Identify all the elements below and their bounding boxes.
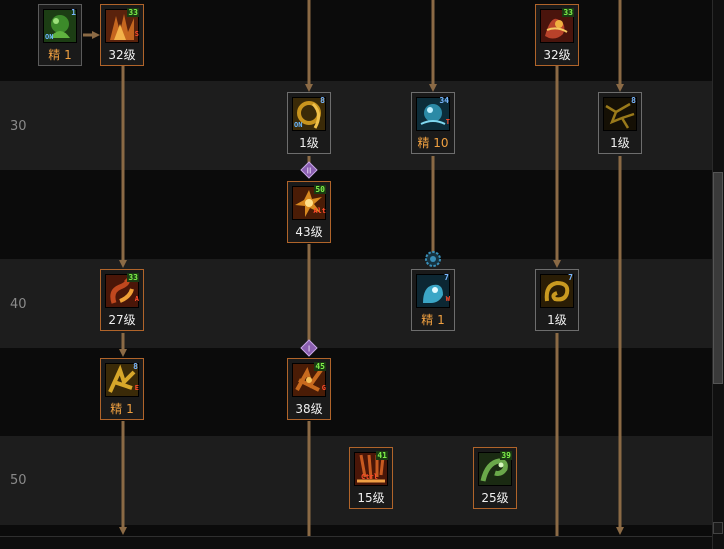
gear-link-icon bbox=[425, 251, 441, 267]
active-on-indicator: ON bbox=[45, 33, 54, 41]
required-level-badge: 41 bbox=[376, 451, 388, 460]
hotkey-badge: G bbox=[321, 384, 326, 392]
skill-slot-s10[interactable]: 7 1级 bbox=[535, 269, 579, 331]
required-level-badge: 7 bbox=[444, 273, 449, 282]
skill-level-text: 15级 bbox=[357, 491, 385, 505]
skill-slot-s11[interactable]: 8 E 精 1 bbox=[100, 358, 144, 420]
row-band-30 bbox=[0, 81, 712, 170]
tier-marker-ii-label: II bbox=[307, 167, 312, 176]
skill-slot-s13[interactable]: 41 Ctrl 15级 bbox=[349, 447, 393, 509]
fire-sigil-icon bbox=[292, 363, 326, 397]
skill-level-text: 1级 bbox=[547, 313, 567, 327]
required-level-badge: 45 bbox=[314, 362, 326, 371]
green-bear-icon bbox=[43, 9, 77, 43]
hotkey-badge: Alt bbox=[313, 207, 326, 215]
required-level-badge: 7 bbox=[568, 273, 573, 282]
skill-slot-s4[interactable]: 8 ON 1级 bbox=[287, 92, 331, 154]
tier-marker-i: I bbox=[300, 339, 318, 357]
tier-marker-i-label: I bbox=[308, 345, 310, 354]
required-level-badge: 1 bbox=[71, 8, 76, 17]
skill-slot-s5[interactable]: 34 T 精 10 bbox=[411, 92, 455, 154]
skill-level-text: 1级 bbox=[299, 136, 319, 150]
row-label-40: 40 bbox=[10, 297, 27, 312]
ice-beast-icon bbox=[416, 274, 450, 308]
required-level-badge: 33 bbox=[562, 8, 574, 17]
row-label-30: 30 bbox=[10, 119, 27, 134]
skill-level-text: 精 1 bbox=[421, 313, 445, 327]
active-on-indicator: ON bbox=[294, 121, 303, 129]
skill-slot-s12[interactable]: 45 G 38级 bbox=[287, 358, 331, 420]
skill-level-text: 32级 bbox=[108, 48, 136, 62]
required-level-badge: 8 bbox=[320, 96, 325, 105]
hotkey-badge: Ctrl bbox=[361, 473, 378, 481]
hotkey-badge: E bbox=[134, 384, 139, 392]
required-level-badge: 39 bbox=[500, 451, 512, 460]
hotkey-badge: S bbox=[134, 30, 139, 38]
bottom-frame-bar bbox=[0, 536, 712, 549]
scroll-down-button[interactable] bbox=[713, 522, 723, 534]
golden-ring-icon bbox=[292, 97, 326, 131]
required-level-badge: 33 bbox=[127, 273, 139, 282]
skill-level-text: 38级 bbox=[295, 402, 323, 416]
required-level-badge: 50 bbox=[314, 185, 326, 194]
skill-level-text: 1级 bbox=[610, 136, 630, 150]
skill-slot-s1[interactable]: 1 ON 精 1 bbox=[38, 4, 82, 66]
required-level-badge: 34 bbox=[439, 96, 449, 105]
skill-slot-s8[interactable]: 33 A 27级 bbox=[100, 269, 144, 331]
skill-slot-s6[interactable]: 8 1级 bbox=[598, 92, 642, 154]
required-level-badge: 33 bbox=[127, 8, 139, 17]
hotkey-badge: T bbox=[445, 118, 450, 126]
skill-slot-s9[interactable]: 7 W 精 1 bbox=[411, 269, 455, 331]
gold-coil-icon bbox=[540, 274, 574, 308]
fire-claw-icon bbox=[105, 9, 139, 43]
fire-rain-icon bbox=[354, 452, 388, 486]
skill-level-text: 32级 bbox=[543, 48, 571, 62]
hotkey-badge: A bbox=[134, 295, 139, 303]
required-level-badge: 8 bbox=[133, 362, 138, 371]
skill-level-text: 精 1 bbox=[110, 402, 134, 416]
skill-level-text: 精 10 bbox=[417, 136, 449, 150]
required-level-badge: 8 bbox=[631, 96, 636, 105]
skill-slot-s3[interactable]: 33 32级 bbox=[535, 4, 579, 66]
scrollbar-thumb[interactable] bbox=[713, 172, 723, 384]
skill-level-text: 43级 bbox=[295, 225, 323, 239]
tier-marker-ii: II bbox=[300, 161, 318, 179]
row-label-50: 50 bbox=[10, 473, 27, 488]
skill-level-text: 27级 bbox=[108, 313, 136, 327]
gold-sigil-icon bbox=[105, 363, 139, 397]
skill-slot-s2[interactable]: 33 S 32级 bbox=[100, 4, 144, 66]
skill-level-text: 25级 bbox=[481, 491, 509, 505]
frost-orb-icon bbox=[416, 97, 450, 131]
cracked-gold-icon bbox=[603, 97, 637, 131]
skill-slot-s14[interactable]: 39 25级 bbox=[473, 447, 517, 509]
skill-level-text: 精 1 bbox=[48, 48, 72, 62]
hotkey-badge: W bbox=[445, 295, 450, 303]
skill-slot-s7[interactable]: 50 Alt 43级 bbox=[287, 181, 331, 243]
